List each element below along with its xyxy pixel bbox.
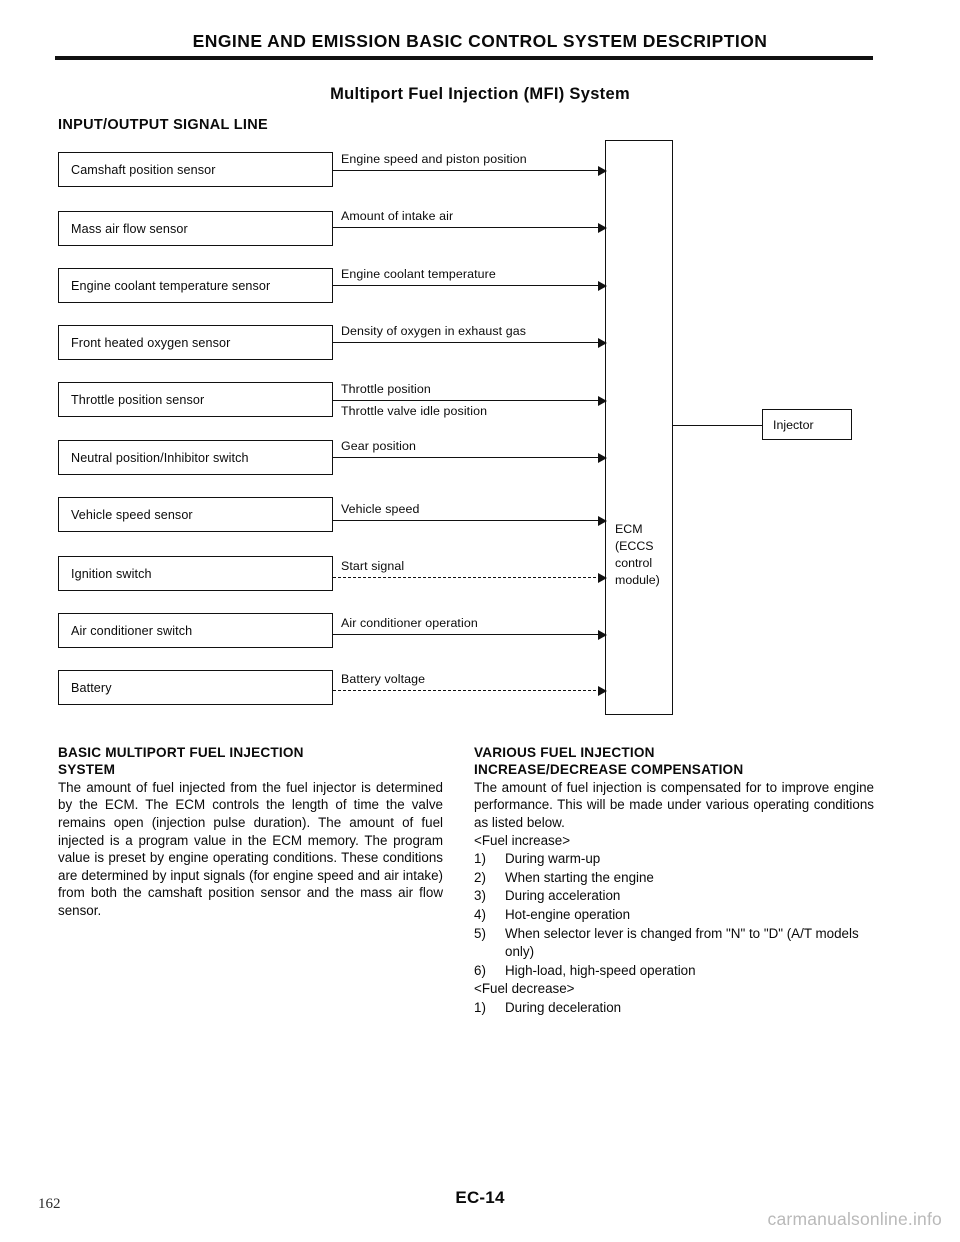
signal-line [333,170,606,171]
arrow-head-icon [598,222,607,233]
right-text-column: VARIOUS FUEL INJECTION INCREASE/DECREASE… [474,744,874,1018]
list-item-text: Hot-engine operation [505,906,631,922]
signal-label: Battery voltage [341,672,426,686]
sensor-box: Air conditioner switch [58,613,333,648]
arrow-head-icon [598,452,607,463]
watermark: carmanualsonline.info [767,1209,942,1229]
signal-line [333,227,606,228]
signal-line [333,577,606,578]
sensor-box: Front heated oxygen sensor [58,325,333,360]
injector-label: Injector [773,417,814,432]
sensor-box: Throttle position sensor [58,382,333,417]
page-subtitle: Multiport Fuel Injection (MFI) System [330,85,630,103]
list-item-text: When selector lever is changed from "N" … [505,925,859,960]
signal-line [333,400,606,401]
right-column-body: The amount of fuel injection is compensa… [474,779,874,830]
signal-label: Gear position [341,439,416,453]
signal-label: Density of oxygen in exhaust gas [341,324,527,338]
ecm-label: ECM (ECCS control module) [615,521,660,589]
list-item-number: 5) [474,925,486,941]
left-column-body: The amount of fuel injected from the fue… [58,779,443,918]
sensor-label: Camshaft position sensor [71,162,216,177]
left-column-heading: BASIC MULTIPORT FUEL INJECTION SYSTEM [58,745,304,778]
sensor-label: Ignition switch [71,566,152,581]
sensor-label: Front heated oxygen sensor [71,335,231,350]
fuel-increase-heading: <Fuel increase> [474,832,571,848]
ecm-box: ECM (ECCS control module) [605,140,673,715]
sensor-label: Battery [71,680,112,695]
signal-line [333,634,606,635]
sensor-label: Engine coolant temperature sensor [71,278,271,293]
signal-label: Amount of intake air [341,209,454,223]
signal-label: Vehicle speed [341,502,420,516]
fuel-increase-item: 5) When selector lever is changed from "N… [474,925,874,962]
list-item-number: 1) [474,999,486,1015]
sensor-label: Throttle position sensor [71,392,205,407]
ecm-label-line: ECM [615,522,643,536]
fuel-decrease-heading: <Fuel decrease> [474,981,575,997]
signal-label: Engine speed and piston position [341,152,527,166]
signal-label: Engine coolant temperature [341,267,496,281]
list-item-number: 4) [474,906,486,922]
arrow-head-icon [598,572,607,583]
signal-line [333,520,606,521]
fuel-increase-item: 2) When starting the engine [474,869,874,888]
arrow-head-icon [598,629,607,640]
sensor-box: Camshaft position sensor [58,152,333,187]
list-item-text: During acceleration [505,888,621,904]
sensor-label: Mass air flow sensor [71,221,188,236]
sensor-box: Ignition switch [58,556,333,591]
list-item-text: During deceleration [505,999,622,1015]
list-item-number: 6) [474,962,486,978]
arrow-head-icon [598,685,607,696]
input-output-signal-diagram: ECM (ECCS control module) Injector Camshaft… [58,140,852,715]
sensor-box: Vehicle speed sensor [58,497,333,532]
fuel-decrease-list: 1) During deceleration [474,999,874,1018]
sensor-box: Engine coolant temperature sensor [58,268,333,303]
page-title: ENGINE AND EMISSION BASIC CONTROL SYSTEM… [192,31,768,51]
ecm-label-line: (ECCS [615,539,654,553]
fuel-decrease-item: 1) During deceleration [474,999,874,1018]
signal-label: Air conditioner operation [341,616,478,630]
signal-label: Throttle position [341,382,431,396]
signal-line [333,285,606,286]
fuel-increase-item: 1) During warm-up [474,850,874,869]
signal-line [333,690,606,691]
left-text-column: BASIC MULTIPORT FUEL INJECTION SYSTEM Th… [58,744,443,920]
sensor-label: Neutral position/Inhibitor switch [71,450,249,465]
ecm-label-line: module) [615,573,660,587]
sensor-box: Neutral position/Inhibitor switch [58,440,333,475]
sensor-box: Mass air flow sensor [58,211,333,246]
list-item-number: 1) [474,851,486,867]
signal-line [333,342,606,343]
injector-box: Injector [762,409,852,440]
fuel-increase-item: 3) During acceleration [474,887,874,906]
section-heading: INPUT/OUTPUT SIGNAL LINE [58,117,268,133]
sensor-label: Vehicle speed sensor [71,507,193,522]
sensor-label: Air conditioner switch [71,623,193,638]
list-item-number: 3) [474,888,486,904]
fuel-increase-list: 1) During warm-up 2) When starting the engi… [474,850,874,980]
list-item-text: High-load, high-speed operation [505,962,696,978]
arrow-head-icon [598,395,607,406]
list-item-text: When starting the engine [505,869,654,885]
arrow-head-icon [598,280,607,291]
signal-label-secondary: Throttle valve idle position [341,404,488,418]
ecm-label-line: control [615,556,653,570]
fuel-increase-item: 4) Hot-engine operation [474,906,874,925]
signal-label: Start signal [341,559,405,573]
arrow-head-icon [598,515,607,526]
output-signal-line [673,425,762,426]
list-item-number: 2) [474,869,486,885]
fuel-increase-item: 6) High-load, high-speed operation [474,962,874,981]
list-item-text: During warm-up [505,851,601,867]
arrow-head-icon [598,165,607,176]
page-number: 162 [38,1196,61,1212]
sensor-box: Battery [58,670,333,705]
right-column-heading: VARIOUS FUEL INJECTION INCREASE/DECREASE… [474,745,744,778]
arrow-head-icon [598,337,607,348]
folio-label: EC-14 [455,1188,505,1207]
title-rule [55,56,873,60]
signal-line [333,457,606,458]
